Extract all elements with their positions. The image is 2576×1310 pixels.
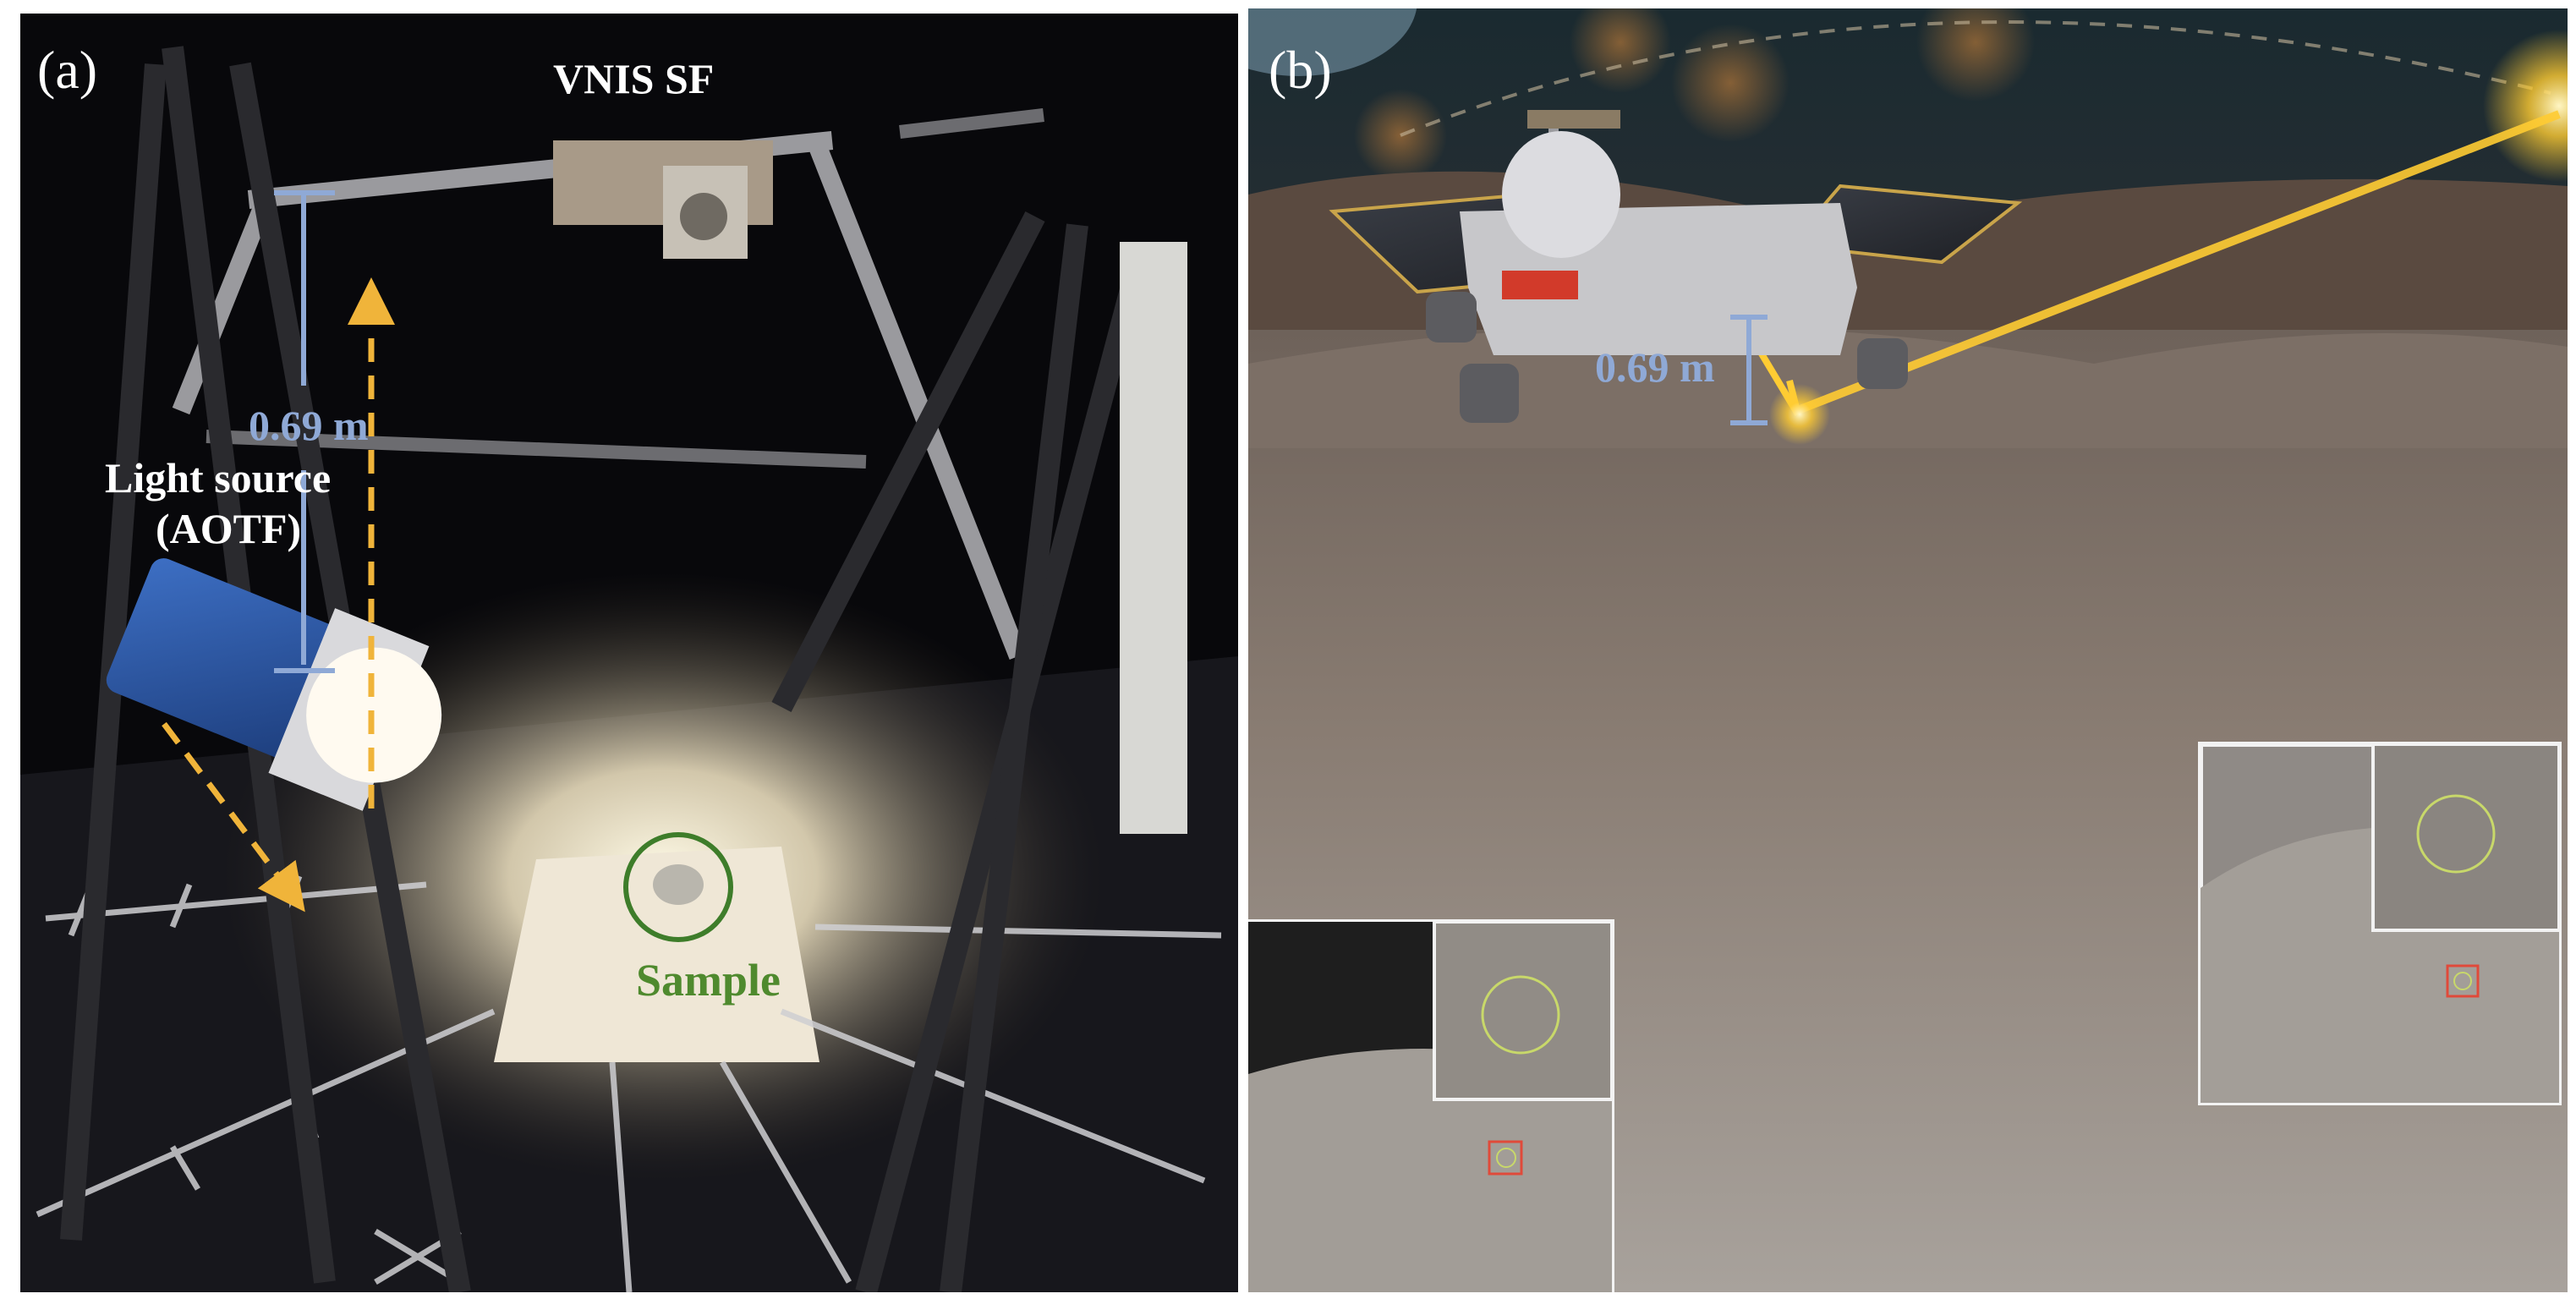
panel-a-letter: (a) [37,40,98,100]
panel-b-letter: (b) [1269,40,1332,100]
inset-left [1248,919,1614,1292]
distance-label-b: 0.69 m [1595,343,1715,391]
rover-scene-illustration [1248,8,2568,1292]
vnis-sf-label: VNIS SF [553,55,715,102]
sample-label: Sample [636,955,781,1006]
distance-label-a: 0.69 m [249,402,369,449]
light-source-label-line2: (AOTF) [156,505,302,552]
panel-a-lab-photo: (a) VNIS SF Light source (AOTF) 0.69 m S… [20,14,1238,1292]
light-source-label-line1: Light source [105,454,332,502]
lab-scene-illustration [20,14,1238,1292]
panel-b-rover-render: (b) 0.69 m [1248,8,2568,1292]
inset-right [2198,742,2562,1105]
